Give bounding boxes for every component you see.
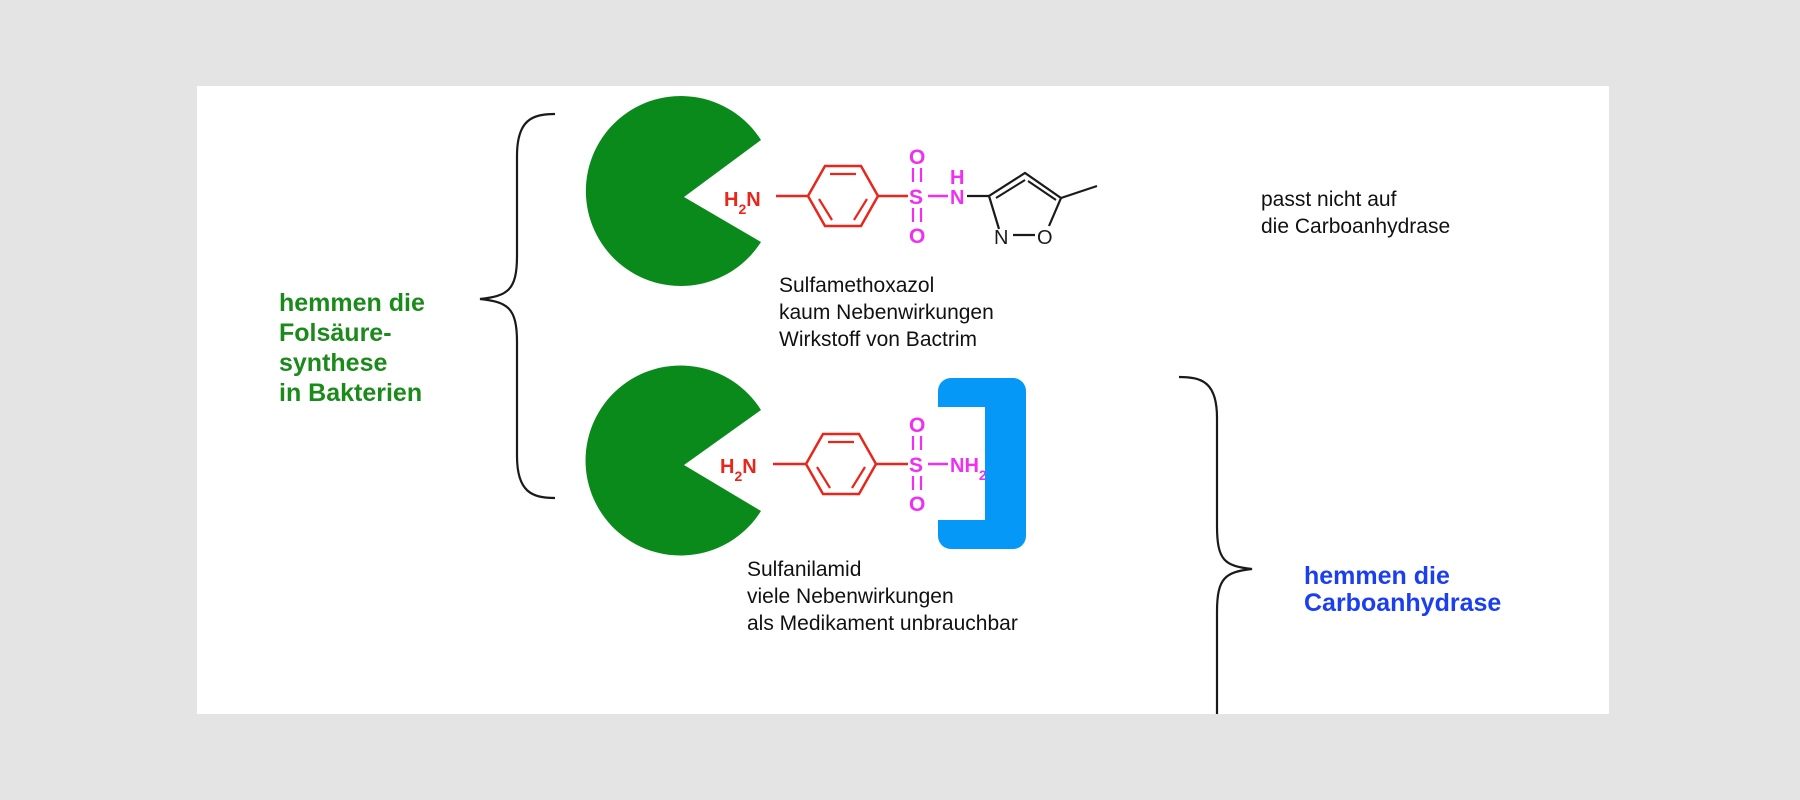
left-curly-brace bbox=[479, 112, 556, 500]
slide: H2N S O O H N N O H2N S O bbox=[197, 86, 1609, 714]
folsaeure-heading: hemmen die Folsäure- synthese in Bakteri… bbox=[279, 288, 425, 408]
heading-line: hemmen die bbox=[1304, 562, 1450, 590]
top-oxygen-lower: O bbox=[909, 225, 925, 248]
caption-line: kaum Nebenwirkungen bbox=[779, 301, 994, 324]
top-benzene-inner-bond bbox=[818, 198, 833, 221]
sulfamethoxazol-caption: Sulfamethoxazol kaum Nebenwirkungen Wirk… bbox=[779, 272, 994, 353]
top-oxygen-upper: O bbox=[909, 146, 925, 169]
heading-line: Carboanhydrase bbox=[1304, 589, 1502, 617]
isoxazole-double-bond bbox=[995, 179, 1026, 199]
heading-line: hemmen die bbox=[279, 289, 425, 317]
caption-line: viele Nebenwirkungen bbox=[747, 585, 954, 608]
caption-line: Sulfanilamid bbox=[747, 558, 862, 581]
isoxazole-n-label: N bbox=[994, 227, 1008, 249]
note-line: die Carboanhydrase bbox=[1261, 215, 1451, 238]
isoxazole-double-bond bbox=[1027, 180, 1057, 201]
bottom-oxygen-upper: O bbox=[909, 414, 925, 437]
bottom-benzene-inner-bond bbox=[851, 466, 866, 489]
caption-line: als Medikament unbrauchbar bbox=[747, 612, 1018, 635]
bottom-enzyme-pacman bbox=[585, 365, 761, 556]
isoxazole-o-label: O bbox=[1037, 227, 1053, 249]
diagram: H2N S O O H N N O H2N S O bbox=[479, 96, 1253, 714]
methyl-bond bbox=[1060, 184, 1098, 200]
caption-line: Wirkstoff von Bactrim bbox=[779, 328, 977, 351]
carboanhydrase-note: passt nicht auf die Carboanhydrase bbox=[1261, 186, 1450, 240]
carboanhydrase-heading: hemmen die Carboanhydrase bbox=[1304, 563, 1501, 617]
right-curly-brace bbox=[1178, 375, 1253, 714]
caption-line: Sulfamethoxazol bbox=[779, 274, 935, 297]
bottom-amine-label: H2N bbox=[720, 456, 757, 484]
sulfanilamid-caption: Sulfanilamid viele Nebenwirkungen als Me… bbox=[747, 556, 1018, 637]
heading-line: in Bakterien bbox=[279, 379, 423, 407]
bottom-oxygen-lower: O bbox=[909, 493, 925, 516]
heading-line: Folsäure- bbox=[279, 319, 392, 347]
note-line: passt nicht auf bbox=[1261, 188, 1397, 211]
top-enzyme-pacman bbox=[585, 96, 761, 286]
bottom-sulfur-label: S bbox=[909, 454, 923, 477]
heading-line: synthese bbox=[279, 349, 388, 377]
top-nh-n-label: N bbox=[950, 187, 964, 209]
carboanhydrase-shape bbox=[938, 378, 1026, 549]
top-benzene-inner-bond bbox=[853, 198, 868, 221]
top-sulfur-label: S bbox=[909, 186, 923, 209]
sulfonamide-label: NH2 bbox=[950, 455, 987, 483]
top-amine-label: H2N bbox=[724, 189, 761, 217]
top-nh-h-label: H bbox=[950, 167, 964, 189]
isoxazole-ring bbox=[987, 171, 1063, 230]
bottom-benzene-inner-bond bbox=[816, 466, 831, 489]
